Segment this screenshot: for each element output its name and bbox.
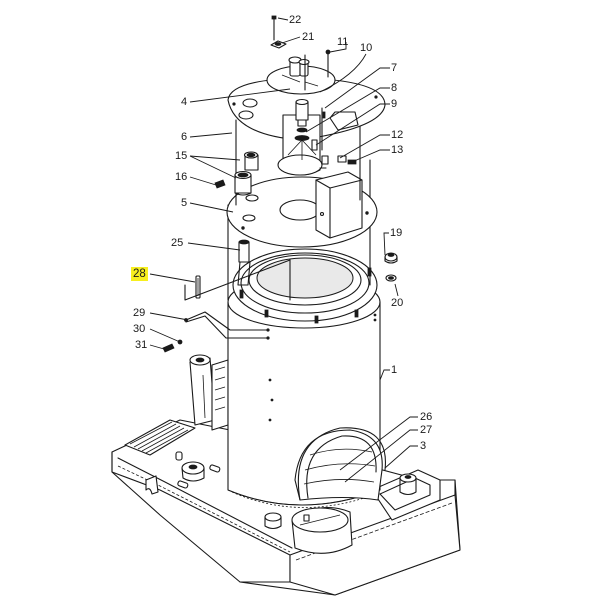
tank-flange xyxy=(232,248,378,324)
leader-lines xyxy=(149,17,418,483)
callout-29: 29 xyxy=(133,307,146,319)
washer-20 xyxy=(385,274,397,282)
screw-16 xyxy=(214,179,226,189)
callout-9: 9 xyxy=(391,98,398,110)
rod-29 xyxy=(184,311,270,340)
callout-22: 22 xyxy=(289,14,302,26)
pin-28 xyxy=(195,275,201,299)
callout-19: 19 xyxy=(390,227,403,239)
callout-20: 20 xyxy=(391,297,404,309)
callout-5: 5 xyxy=(181,197,188,209)
base-housing xyxy=(111,354,461,596)
callout-30: 30 xyxy=(133,323,146,335)
vent-grille xyxy=(124,419,196,456)
callout-25: 25 xyxy=(171,237,184,249)
screw-31 xyxy=(162,343,175,353)
callout-27: 27 xyxy=(420,424,433,436)
callout-3: 3 xyxy=(420,440,427,452)
callout-31: 31 xyxy=(135,339,148,351)
callout-15: 15 xyxy=(175,150,188,162)
callout-7: 7 xyxy=(391,62,398,74)
top-plate xyxy=(266,15,336,95)
lower-plate xyxy=(226,159,378,301)
tube-25 xyxy=(237,239,251,286)
control-box xyxy=(315,171,363,239)
base-cup xyxy=(291,506,353,554)
valve-assembly xyxy=(281,54,319,91)
callout-8: 8 xyxy=(391,82,398,94)
callout-12: 12 xyxy=(391,129,404,141)
callout-28-highlighted: 28 xyxy=(131,267,148,281)
base-tower xyxy=(189,354,229,431)
callout-16: 16 xyxy=(175,171,188,183)
callout-10: 10 xyxy=(360,42,373,54)
spacers-15 xyxy=(234,151,259,196)
nut-19 xyxy=(384,252,398,264)
callout-11: 11 xyxy=(337,36,349,48)
callout-6: 6 xyxy=(181,131,188,143)
callout-1: 1 xyxy=(391,364,398,376)
callout-26: 26 xyxy=(420,411,433,423)
callout-13: 13 xyxy=(391,144,404,156)
base-right-components xyxy=(371,469,441,521)
cable-loop xyxy=(294,427,386,501)
callout-21: 21 xyxy=(302,31,315,43)
callout-4: 4 xyxy=(181,96,188,108)
